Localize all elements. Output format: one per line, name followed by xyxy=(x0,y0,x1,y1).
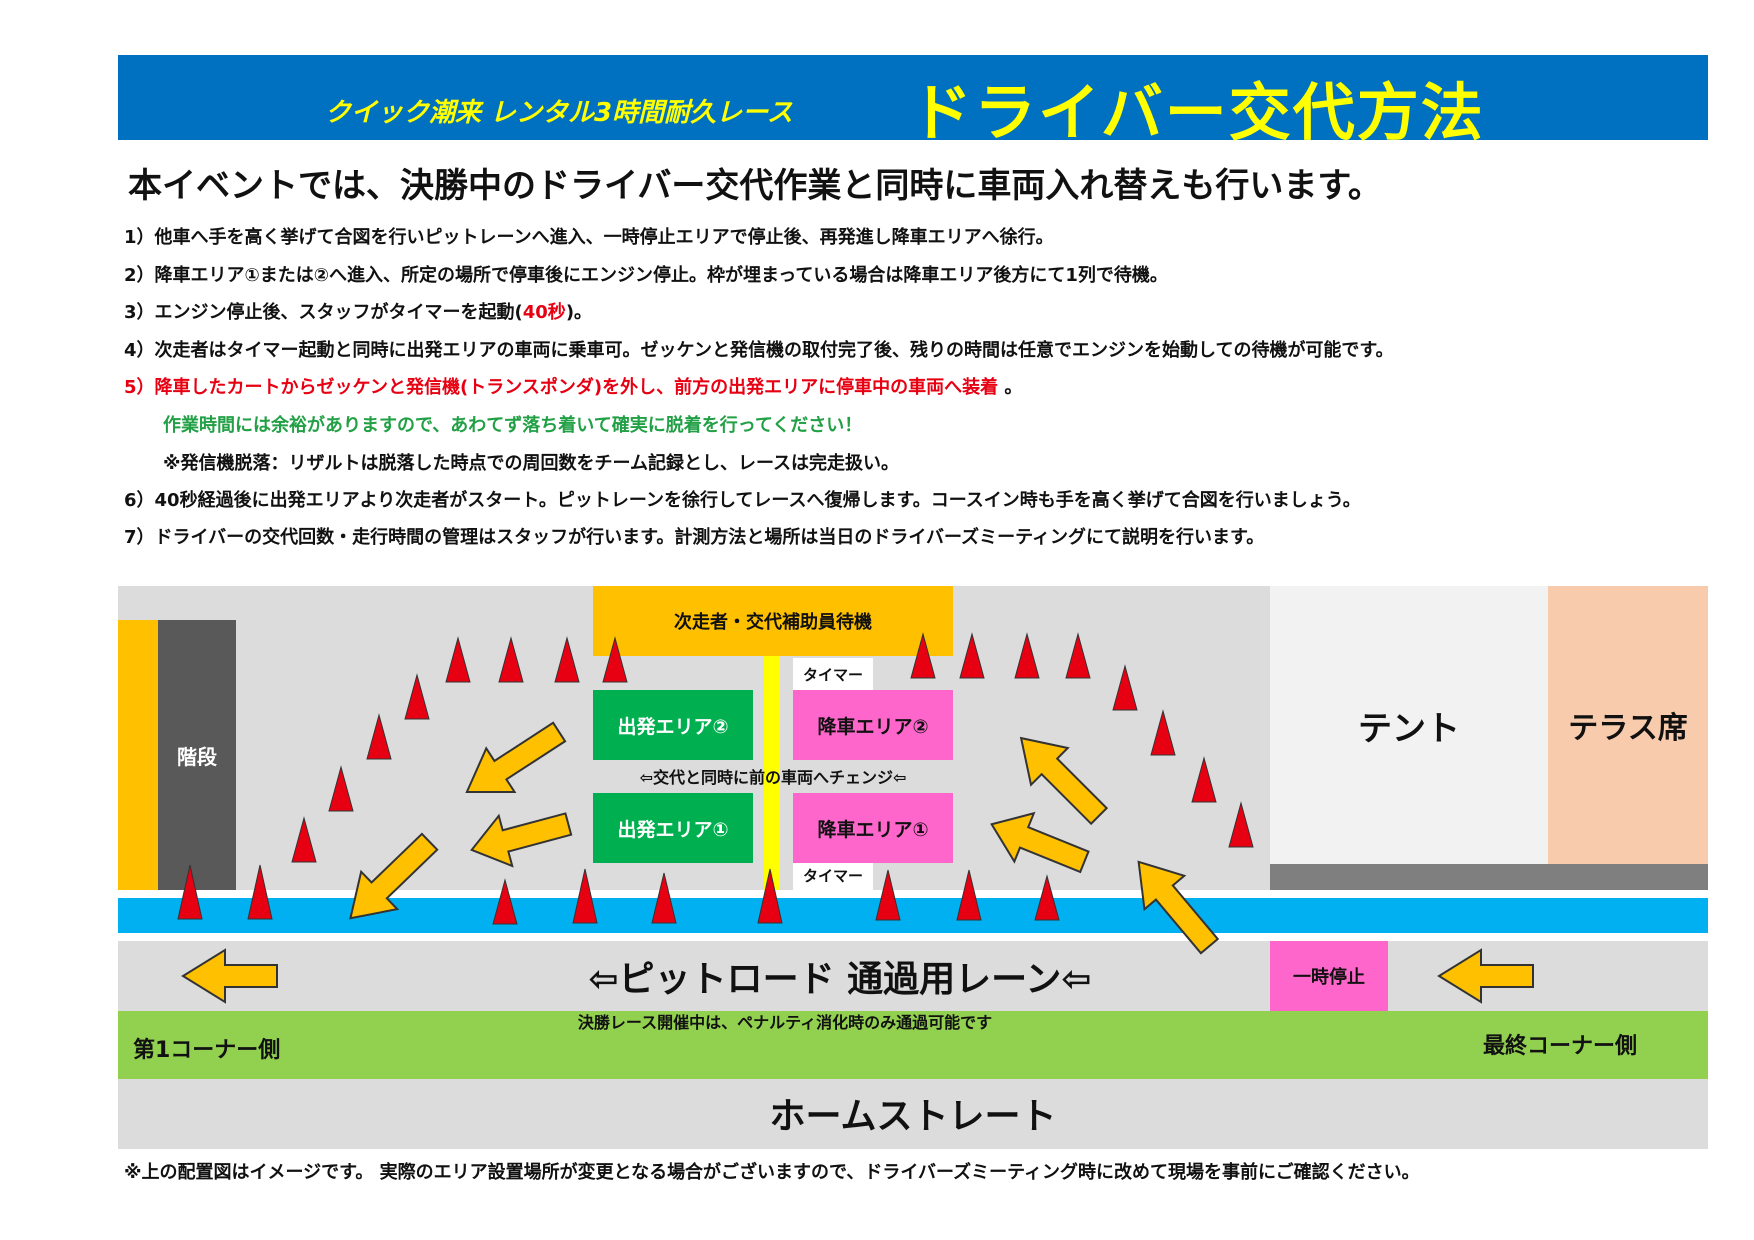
cone-icon xyxy=(1034,874,1060,921)
cone-icon xyxy=(1014,632,1040,679)
arrow-icon xyxy=(181,948,278,1004)
arrow-icon xyxy=(470,812,573,868)
rule-5-advice: 作業時間には余裕がありますので、あわてず落ち着いて確実に脱着を行ってください！ xyxy=(163,415,863,436)
grass-strip xyxy=(118,1011,1708,1079)
terrace-label: テラス席 xyxy=(1568,711,1688,746)
rule-4: 4）次走者はタイマー起動と同時に出発エリアの車両に乗車可。ゼッケンと発信機の取付… xyxy=(124,340,1394,361)
cone-icon xyxy=(875,869,901,921)
timer-top-label: タイマー xyxy=(802,665,863,684)
cone-icon xyxy=(177,864,203,920)
home-straight xyxy=(118,1079,1708,1149)
cone-icon xyxy=(1112,664,1138,711)
terrace-area xyxy=(1548,586,1708,864)
rule-5: 5）降車したカートからゼッケンと発信機(トランスポンダ)を外し、前方の出発エリア… xyxy=(124,373,1022,399)
cone-icon xyxy=(554,636,580,683)
arrow-icon xyxy=(1137,860,1220,955)
standby-area xyxy=(593,586,953,656)
footer-note: ※上の配置図はイメージです。 実際のエリア設置場所が変更となる場合がございますの… xyxy=(124,1162,1420,1183)
final-corner-label: 最終コーナー側 xyxy=(1483,1034,1638,1059)
first-corner-label: 第1コーナー側 xyxy=(133,1038,281,1063)
stop-label: 一時停止 xyxy=(1293,967,1365,988)
arrow-icon xyxy=(349,832,439,920)
standby-label: 次走者・交代補助員待機 xyxy=(674,612,872,633)
dropoff-area-2 xyxy=(793,690,953,760)
cone-icon xyxy=(651,872,677,924)
stairs-label: 階段 xyxy=(177,744,217,769)
depart-2-label: 出発エリア② xyxy=(617,715,729,738)
tent-area xyxy=(1270,586,1548,864)
timer-bottom-label: タイマー xyxy=(802,866,863,885)
change-note: ⇦交代と同時に前の車両へチェンジ⇦ xyxy=(639,768,907,787)
cone-icon xyxy=(445,636,471,683)
cone-icon xyxy=(492,878,518,925)
arrow-icon xyxy=(1437,948,1534,1004)
rule-5-end: 。 xyxy=(998,377,1023,398)
cone-icon xyxy=(247,864,273,920)
dropoff-1-label: 降車エリア① xyxy=(817,818,929,841)
rule-3: 3）エンジン停止後、スタッフがタイマーを起動(40秒)。 xyxy=(124,298,592,324)
stairs-block xyxy=(158,620,236,890)
rule-3-end: )。 xyxy=(565,302,593,323)
stairs-edge xyxy=(118,620,158,890)
rule-5-note: ※発信機脱落：リザルトは脱落した時点での周回数をチーム記録とし、レースは完走扱い… xyxy=(163,453,900,474)
arrow-icon xyxy=(1019,736,1109,826)
pit-usage-note: 決勝レース開催中は、ペナルティ消化時のみ通過可能です xyxy=(577,1013,993,1032)
rule-5-number: 5） xyxy=(124,377,155,398)
cone-icon xyxy=(959,632,985,679)
timer-top-box xyxy=(793,658,873,690)
rule-2: 2）降車エリア①または②へ進入、所定の場所で停車後にエンジン停止。枠が埋まってい… xyxy=(124,265,1168,286)
cone-icon xyxy=(1191,756,1217,803)
arrow-icon xyxy=(465,721,567,793)
cone-icon xyxy=(328,765,354,812)
cone-icon xyxy=(366,713,392,760)
stop-box xyxy=(1270,941,1388,1011)
depart-area-2 xyxy=(593,690,753,760)
cone-icon xyxy=(404,673,430,720)
cone-icon xyxy=(910,632,936,679)
cone-icon xyxy=(1065,632,1091,679)
cone-icon xyxy=(498,636,524,683)
page-title: ドライバー交代方法 xyxy=(910,76,1485,149)
rule-7: 7）ドライバーの交代回数・走行時間の管理はスタッフが行います。計測方法と場所は当… xyxy=(124,527,1265,548)
rule-1: 1）他車へ手を高く挙げて合図を行いピットレーンへ進入、一時停止エリアで停止後、再… xyxy=(124,227,1054,248)
cone-icon xyxy=(291,816,317,863)
timer-bottom-box xyxy=(793,860,873,890)
rule-3-text: 3）エンジン停止後、スタッフがタイマーを起動( xyxy=(124,302,523,323)
depart-area-1 xyxy=(593,793,753,863)
arrow-icon xyxy=(990,811,1090,874)
cone-icon xyxy=(757,868,783,924)
cone-icon xyxy=(1150,709,1176,756)
tent-label: テント xyxy=(1358,708,1460,749)
home-straight-label: ホームストレート xyxy=(769,1096,1057,1137)
tent-wall xyxy=(1270,864,1708,890)
dropoff-2-label: 降車エリア② xyxy=(817,715,929,738)
cone-icon xyxy=(1228,801,1254,848)
divider-line xyxy=(764,656,780,890)
rule-6: 6）40秒経過後に出発エリアより次走者がスタート。ピットレーンを徐行してレースへ… xyxy=(124,490,1361,511)
depart-1-label: 出発エリア① xyxy=(617,818,729,841)
cone-icon xyxy=(572,868,598,924)
cone-icon xyxy=(602,636,628,683)
title-banner xyxy=(118,55,1708,140)
pit-lane-label: ⇦ピットロード 通過用レーン⇦ xyxy=(588,959,1092,1000)
event-subtitle: クイック潮来 レンタル3時間耐久レース xyxy=(325,98,793,128)
cone-icon xyxy=(956,869,982,921)
rule-3-seconds: 40秒 xyxy=(522,302,566,323)
dropoff-area-1 xyxy=(793,793,953,863)
lead-text: 本イベントでは、決勝中のドライバー交代作業と同時に車両入れ替えも行います。 xyxy=(128,166,1382,206)
rule-5-text: 降車したカートからゼッケンと発信機(トランスポンダ)を外し、前方の出発エリアに停… xyxy=(154,377,999,398)
